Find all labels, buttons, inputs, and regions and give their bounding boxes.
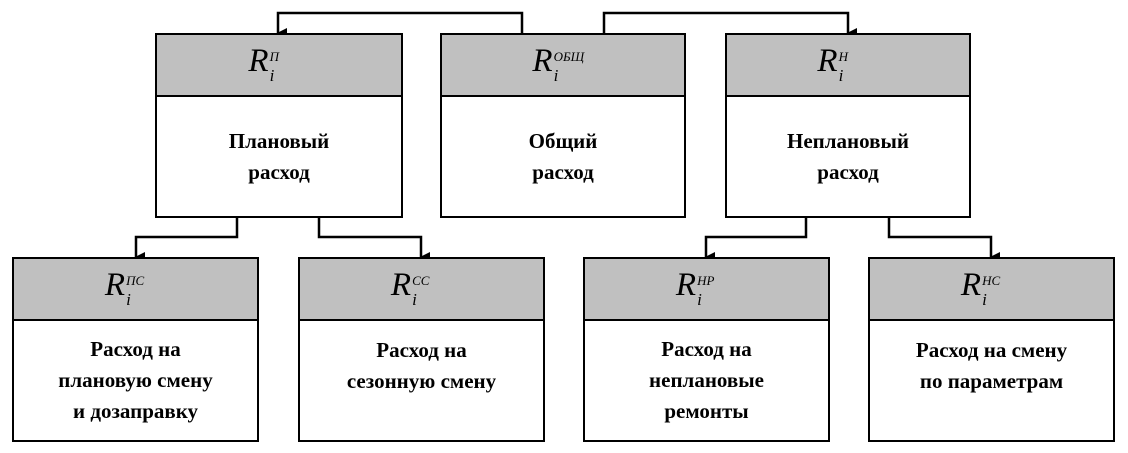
arrow-general-to-planned (276, 11, 524, 38)
arrow-planned-to-seasonal-shift (317, 218, 430, 262)
arrow-planned-to-planned-shift (134, 218, 239, 262)
arrow-unplanned-to-unplanned-repair (704, 218, 808, 262)
arrow-general-to-unplanned (602, 11, 857, 38)
arrow-unplanned-to-param-shift (887, 218, 1000, 262)
